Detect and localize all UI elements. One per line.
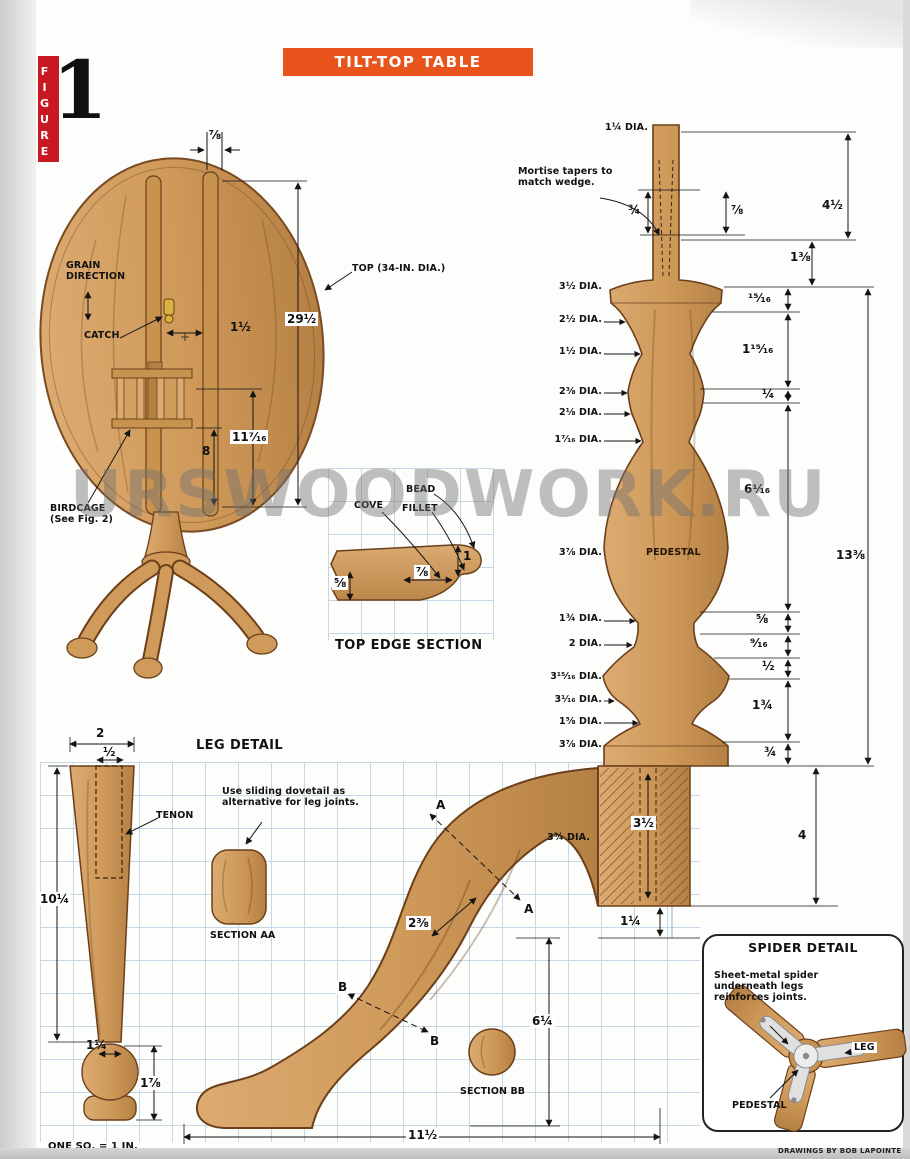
dia-label-8: 1¾ DIA. (558, 613, 602, 624)
dia-label-2: 2½ DIA. (558, 314, 602, 325)
cabriole-leg-profile (196, 766, 599, 1129)
leg-dim-4: 1⅞ (138, 1076, 163, 1090)
birdcage-label: BIRDCAGE (See Fig. 2) (50, 503, 113, 526)
dia-label-14: 3¾ DIA. (546, 832, 590, 843)
leg-dim-7: 11½ (406, 1128, 440, 1142)
leg-dim-6: 6¼ (530, 1014, 555, 1028)
page-left-edge (0, 0, 36, 1159)
dia-label-5: 2⅛ DIA. (558, 407, 602, 418)
dim-edge-height: 1 (463, 549, 472, 563)
catch-hardware (163, 298, 175, 324)
ped-dim-13: ¾ (764, 745, 777, 759)
dia-label-10: 3¹⁵⁄₁₆ DIA. (550, 671, 602, 682)
ped-dim-4: ¹⁵⁄₁₆ (748, 291, 772, 305)
top-diameter-label: TOP (34-IN. DIA.) (352, 263, 446, 274)
section-aa-piece (211, 849, 267, 925)
tilted-top-drawing (39, 132, 353, 679)
pedestal-block (597, 765, 691, 907)
ped-dim-11: ½ (762, 659, 775, 673)
credit-line: DRAWINGS BY BOB LAPOINTE (778, 1147, 902, 1155)
pedestal-base-under-top (66, 511, 278, 679)
dia-label-6: 1⁷⁄₁₆ DIA. (554, 434, 602, 445)
figure-number: 1 (52, 43, 108, 137)
marker-a-bottom: A (522, 902, 536, 916)
top-edge-section-caption: TOP EDGE SECTION (335, 638, 483, 653)
section-aa-label: SECTION AA (210, 930, 276, 941)
leg-dim-5: 2⅜ (406, 916, 431, 930)
dia-label-9: 2 DIA. (568, 638, 602, 649)
dia-label-3: 1½ DIA. (558, 346, 602, 357)
dim-eight: 8 (202, 444, 211, 458)
figure-tab: FIGURE (38, 56, 59, 162)
ped-dim-7: 6¹⁄₁₆ (744, 482, 771, 496)
ped-dim-9: ⅝ (756, 612, 769, 626)
page-bottom-edge (0, 1148, 910, 1159)
ped-dim-0: ¾ (628, 203, 641, 217)
spider-leg-label: LEG (852, 1042, 877, 1054)
scale-note: ONE SQ. = 1 IN. (48, 1141, 138, 1152)
marker-b-top: B (336, 980, 350, 994)
ped-dim-10: ⁹⁄₁₆ (750, 636, 768, 650)
bead-label: BEAD (406, 484, 436, 495)
mortise-note: Mortise tapers to match wedge. (518, 166, 613, 189)
marker-a-top: A (434, 798, 448, 812)
leg-dim-1: ½ (103, 745, 116, 759)
pedestal-extension-lines (598, 131, 874, 939)
dim-birdcage-offset: 11⁷⁄₁₆ (230, 430, 269, 444)
dia-label-12: 1⅝ DIA. (558, 716, 602, 727)
ped-dim-2: 4½ (822, 198, 843, 212)
marker-b-bottom: B (428, 1034, 442, 1048)
ped-dim-5: 1¹⁵⁄₁₆ (742, 342, 774, 356)
top-view-dimension-lines (84, 132, 353, 508)
section-bb-piece (468, 1028, 516, 1076)
leg-detail-drawing (48, 737, 661, 1144)
dia-label-11: 3¹⁄₁₆ DIA. (554, 694, 602, 705)
pedestal-drawing (589, 124, 874, 939)
ped-dim-16: 1¼ (620, 914, 641, 928)
top-edge-section-drawing (330, 493, 482, 601)
ped-dim-1: ⅞ (731, 203, 744, 217)
dia-label-1: 3½ DIA. (558, 281, 602, 292)
page-corner-shade (690, 0, 910, 48)
ped-dim-8: 13⅜ (836, 548, 866, 562)
spider-detail-title: SPIDER DETAIL (748, 940, 858, 955)
dia-label-0: 1¼ DIA. (604, 122, 648, 133)
ped-dim-14: 3½ (631, 816, 656, 830)
dim-edge-thickness: ⅝ (332, 576, 349, 590)
dim-cleat-spacing: 1½ (230, 320, 251, 334)
page-title-banner: TILT-TOP TABLE (283, 48, 533, 76)
birdcage-assembly (111, 361, 193, 429)
dim-cleat-thickness: ⅞ (208, 128, 222, 142)
watermark: URSWOODWORK.RU (70, 458, 828, 532)
grain-direction-label: GRAIN DIRECTION (66, 260, 126, 283)
spider-note: Sheet-metal spider underneath legs reinf… (714, 970, 819, 1004)
ped-dim-12: 1¾ (752, 698, 773, 712)
leg-detail-title: LEG DETAIL (196, 738, 284, 753)
tenon-label: TENON (156, 810, 194, 821)
ped-dim-6: ¼ (762, 387, 775, 401)
leg-dim-2: 10¼ (38, 892, 72, 906)
dia-label-13: 3⅞ DIA. (558, 739, 602, 750)
leg-dim-0: 2 (96, 726, 105, 740)
spider-detail-drawing (724, 984, 907, 1132)
ped-dim-15: 4 (798, 828, 807, 842)
straight-leg-elevation (69, 765, 139, 1121)
dia-label-4: 2⅜ DIA. (558, 386, 602, 397)
catch-label: CATCH (84, 330, 120, 341)
spider-pedestal-label: PEDESTAL (732, 1100, 787, 1111)
dim-edge-width: ⅞ (414, 565, 431, 579)
cove-label: COVE (354, 500, 384, 511)
dia-label-7: 3⅞ DIA. (558, 547, 602, 558)
dovetail-note: Use sliding dovetail as alternative for … (222, 786, 360, 809)
pedestal-dimension-lines (599, 133, 872, 937)
leg-dim-3: 1¼ (86, 1038, 107, 1052)
ped-dim-3: 1⅜ (790, 250, 811, 264)
section-bb-label: SECTION BB (460, 1086, 526, 1097)
fillet-label: FILLET (402, 503, 438, 514)
dim-cleat-length: 29½ (285, 312, 319, 326)
page-right-edge (903, 0, 910, 1159)
pedestal-name-label: PEDESTAL (646, 547, 701, 558)
